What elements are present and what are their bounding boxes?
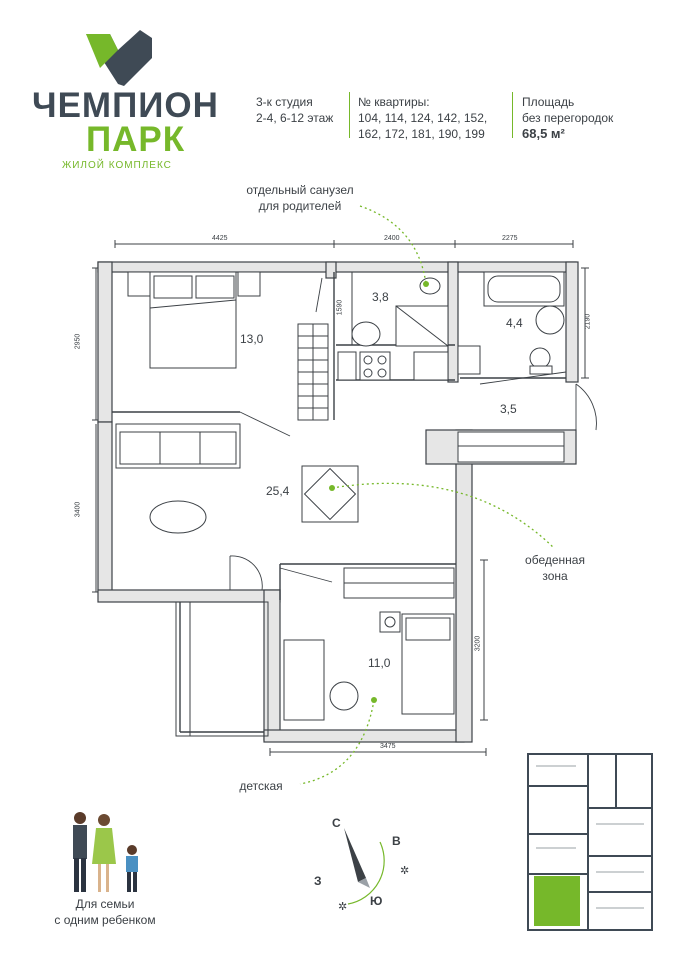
family-caption: Для семьи с одним ребенком <box>40 896 170 928</box>
apartments-line2: 162, 172, 181, 190, 199 <box>358 127 485 141</box>
header-divider-1 <box>349 92 350 138</box>
area-block: Площадь без перегородок 68,5 м² <box>522 94 613 142</box>
brand-name-line2: ПАРК <box>86 120 186 159</box>
apartments-line1: 104, 114, 124, 142, 152, <box>358 111 488 125</box>
apartment-floors: 2-4, 6-12 этаж <box>256 111 334 125</box>
dimension-label: 3400 <box>74 501 82 518</box>
area-value: 68,5 м² <box>522 126 565 141</box>
family-illustration <box>73 812 138 892</box>
svg-text:✲: ✲ <box>400 865 409 877</box>
brand-subtitle: ЖИЛОЙ КОМПЛЕКС <box>62 160 172 171</box>
apartments-label: № квартиры: <box>358 95 430 109</box>
apartment-numbers: № квартиры: 104, 114, 124, 142, 152, 162… <box>358 94 487 142</box>
room-area-bathroom-1: 3,8 <box>372 290 389 304</box>
note-parents-bathroom: отдельный санузел для родителей <box>232 182 368 214</box>
room-area-hall: 3,5 <box>500 402 517 416</box>
note-kids-room: детская <box>239 779 283 793</box>
room-area-bedroom: 13,0 <box>240 332 264 346</box>
area-label-line1: Площадь <box>522 95 575 109</box>
note-dining-zone-line2: зона <box>542 569 568 583</box>
note-parents-bathroom-line1: отдельный санузел <box>246 183 354 197</box>
dimension-label: 2950 <box>74 333 82 350</box>
dimension-label: 3200 <box>474 635 482 652</box>
dimension-label: 2190 <box>584 313 592 330</box>
note-dining-zone: обеденная зона <box>512 552 598 584</box>
compass: ✲ ✲ <box>338 828 409 913</box>
room-area-living: 25,4 <box>266 484 290 498</box>
compass-north: С <box>332 816 341 830</box>
room-area-kids: 11,0 <box>368 656 391 670</box>
brand-logo-mark <box>86 30 152 86</box>
dimension-label: 2275 <box>502 235 518 242</box>
building-key-plan <box>527 753 653 931</box>
note-dining-zone-line1: обеденная <box>525 553 585 567</box>
room-area-bathroom-2: 4,4 <box>506 316 523 330</box>
area-label-line2: без перегородок <box>522 111 614 125</box>
note-parents-bathroom-line2: для родителей <box>258 199 342 213</box>
compass-east: В <box>392 834 401 848</box>
dimension-label: 4425 <box>212 235 228 242</box>
dimension-label: 2400 <box>384 235 400 242</box>
apartment-type: 3-к студия 2-4, 6-12 этаж <box>256 94 333 126</box>
compass-south: Ю <box>370 894 383 908</box>
header-divider-2 <box>512 92 513 138</box>
apartment-type-line1: 3-к студия <box>256 95 313 109</box>
family-caption-line1: Для семьи <box>75 897 135 911</box>
svg-text:✲: ✲ <box>338 901 347 913</box>
dimension-label: 3475 <box>380 743 396 750</box>
brand-name-line1: ЧЕМПИОН <box>32 86 219 125</box>
compass-west: З <box>314 874 322 888</box>
dimension-label: 1590 <box>336 299 344 316</box>
family-caption-line2: с одним ребенком <box>54 913 156 927</box>
